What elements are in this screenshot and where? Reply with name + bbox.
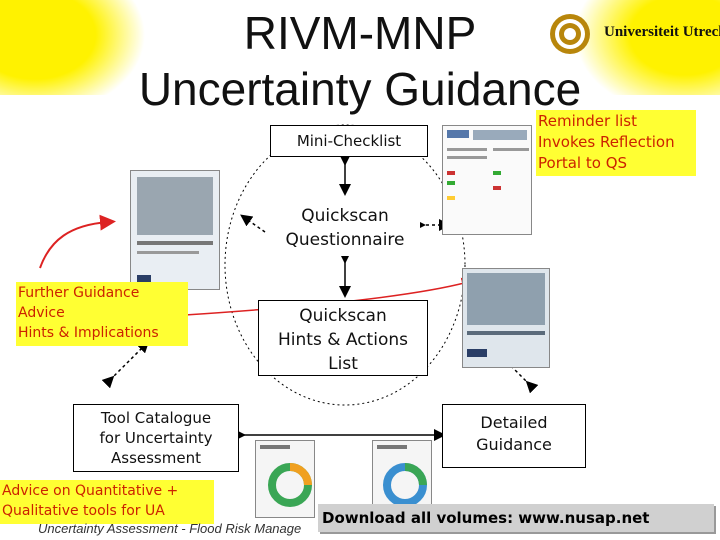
yellow-corner-highlight: [0, 0, 720, 95]
quickscan-questionnaire-box: Quickscan Questionnaire: [270, 200, 420, 256]
further-guidance-line3: Hints & Implications: [18, 325, 159, 341]
advice-quantitative-line1: Advice on Quantitative +: [2, 483, 179, 499]
university-logo-text: Universiteit Utrecht: [604, 24, 720, 40]
quickscan-hints-line3: List: [328, 354, 358, 374]
tool-catalogue-box: Tool Catalogue for Uncertainty Assessmen…: [73, 404, 239, 472]
sun-seal-icon: [548, 12, 592, 56]
advice-quantitative-callout: Advice on Quantitative + Qualitative too…: [0, 480, 214, 524]
reminder-line2: Invokes Reflection: [538, 133, 675, 151]
tool-catalogue-line3: Assessment: [111, 449, 201, 467]
further-guidance-callout: Further Guidance Advice Hints & Implicat…: [16, 282, 188, 346]
further-guidance-line1: Further Guidance: [18, 285, 140, 301]
page-title-line2: Uncertainty Guidance: [138, 63, 582, 115]
mini-checklist-label: Mini-Checklist: [296, 132, 402, 150]
reminder-line1: Reminder list: [538, 112, 637, 130]
detailed-guidance-line2: Guidance: [476, 435, 552, 454]
quickscan-questionnaire-line2: Questionnaire: [285, 230, 405, 250]
reminder-line3: Portal to QS: [538, 154, 628, 172]
advice-quantitative-line2: Qualitative tools for UA: [2, 503, 165, 519]
footer-text: Uncertainty Assessment - Flood Risk Mana…: [38, 521, 302, 536]
quickscan-hints-box: Quickscan Hints & Actions List: [258, 300, 428, 376]
detailed-guidance-document-cover: [462, 268, 550, 368]
detailed-guidance-box: Detailed Guidance: [442, 404, 586, 468]
mini-checklist-box: Mini-Checklist: [270, 125, 428, 157]
mini-checklist-document-cover: [130, 170, 220, 290]
reminder-list-document: [442, 125, 532, 235]
tool-catalogue-line2: for Uncertainty: [99, 429, 213, 447]
tool-catalogue-line1: Tool Catalogue: [100, 409, 212, 427]
reminder-list-callout: Reminder list Invokes Reflection Portal …: [536, 110, 696, 176]
further-guidance-line2: Advice: [18, 305, 65, 321]
page-title-line1: RIVM-MNP: [243, 7, 477, 59]
download-banner[interactable]: Download all volumes: www.nusap.net: [318, 504, 714, 532]
quickscan-hints-line2: Hints & Actions: [278, 330, 408, 350]
quickscan-questionnaire-line1: Quickscan: [301, 206, 389, 226]
quickscan-hints-line1: Quickscan: [299, 306, 387, 326]
tool-catalogue-document-cover: [255, 440, 315, 518]
detailed-guidance-line1: Detailed: [480, 413, 548, 432]
